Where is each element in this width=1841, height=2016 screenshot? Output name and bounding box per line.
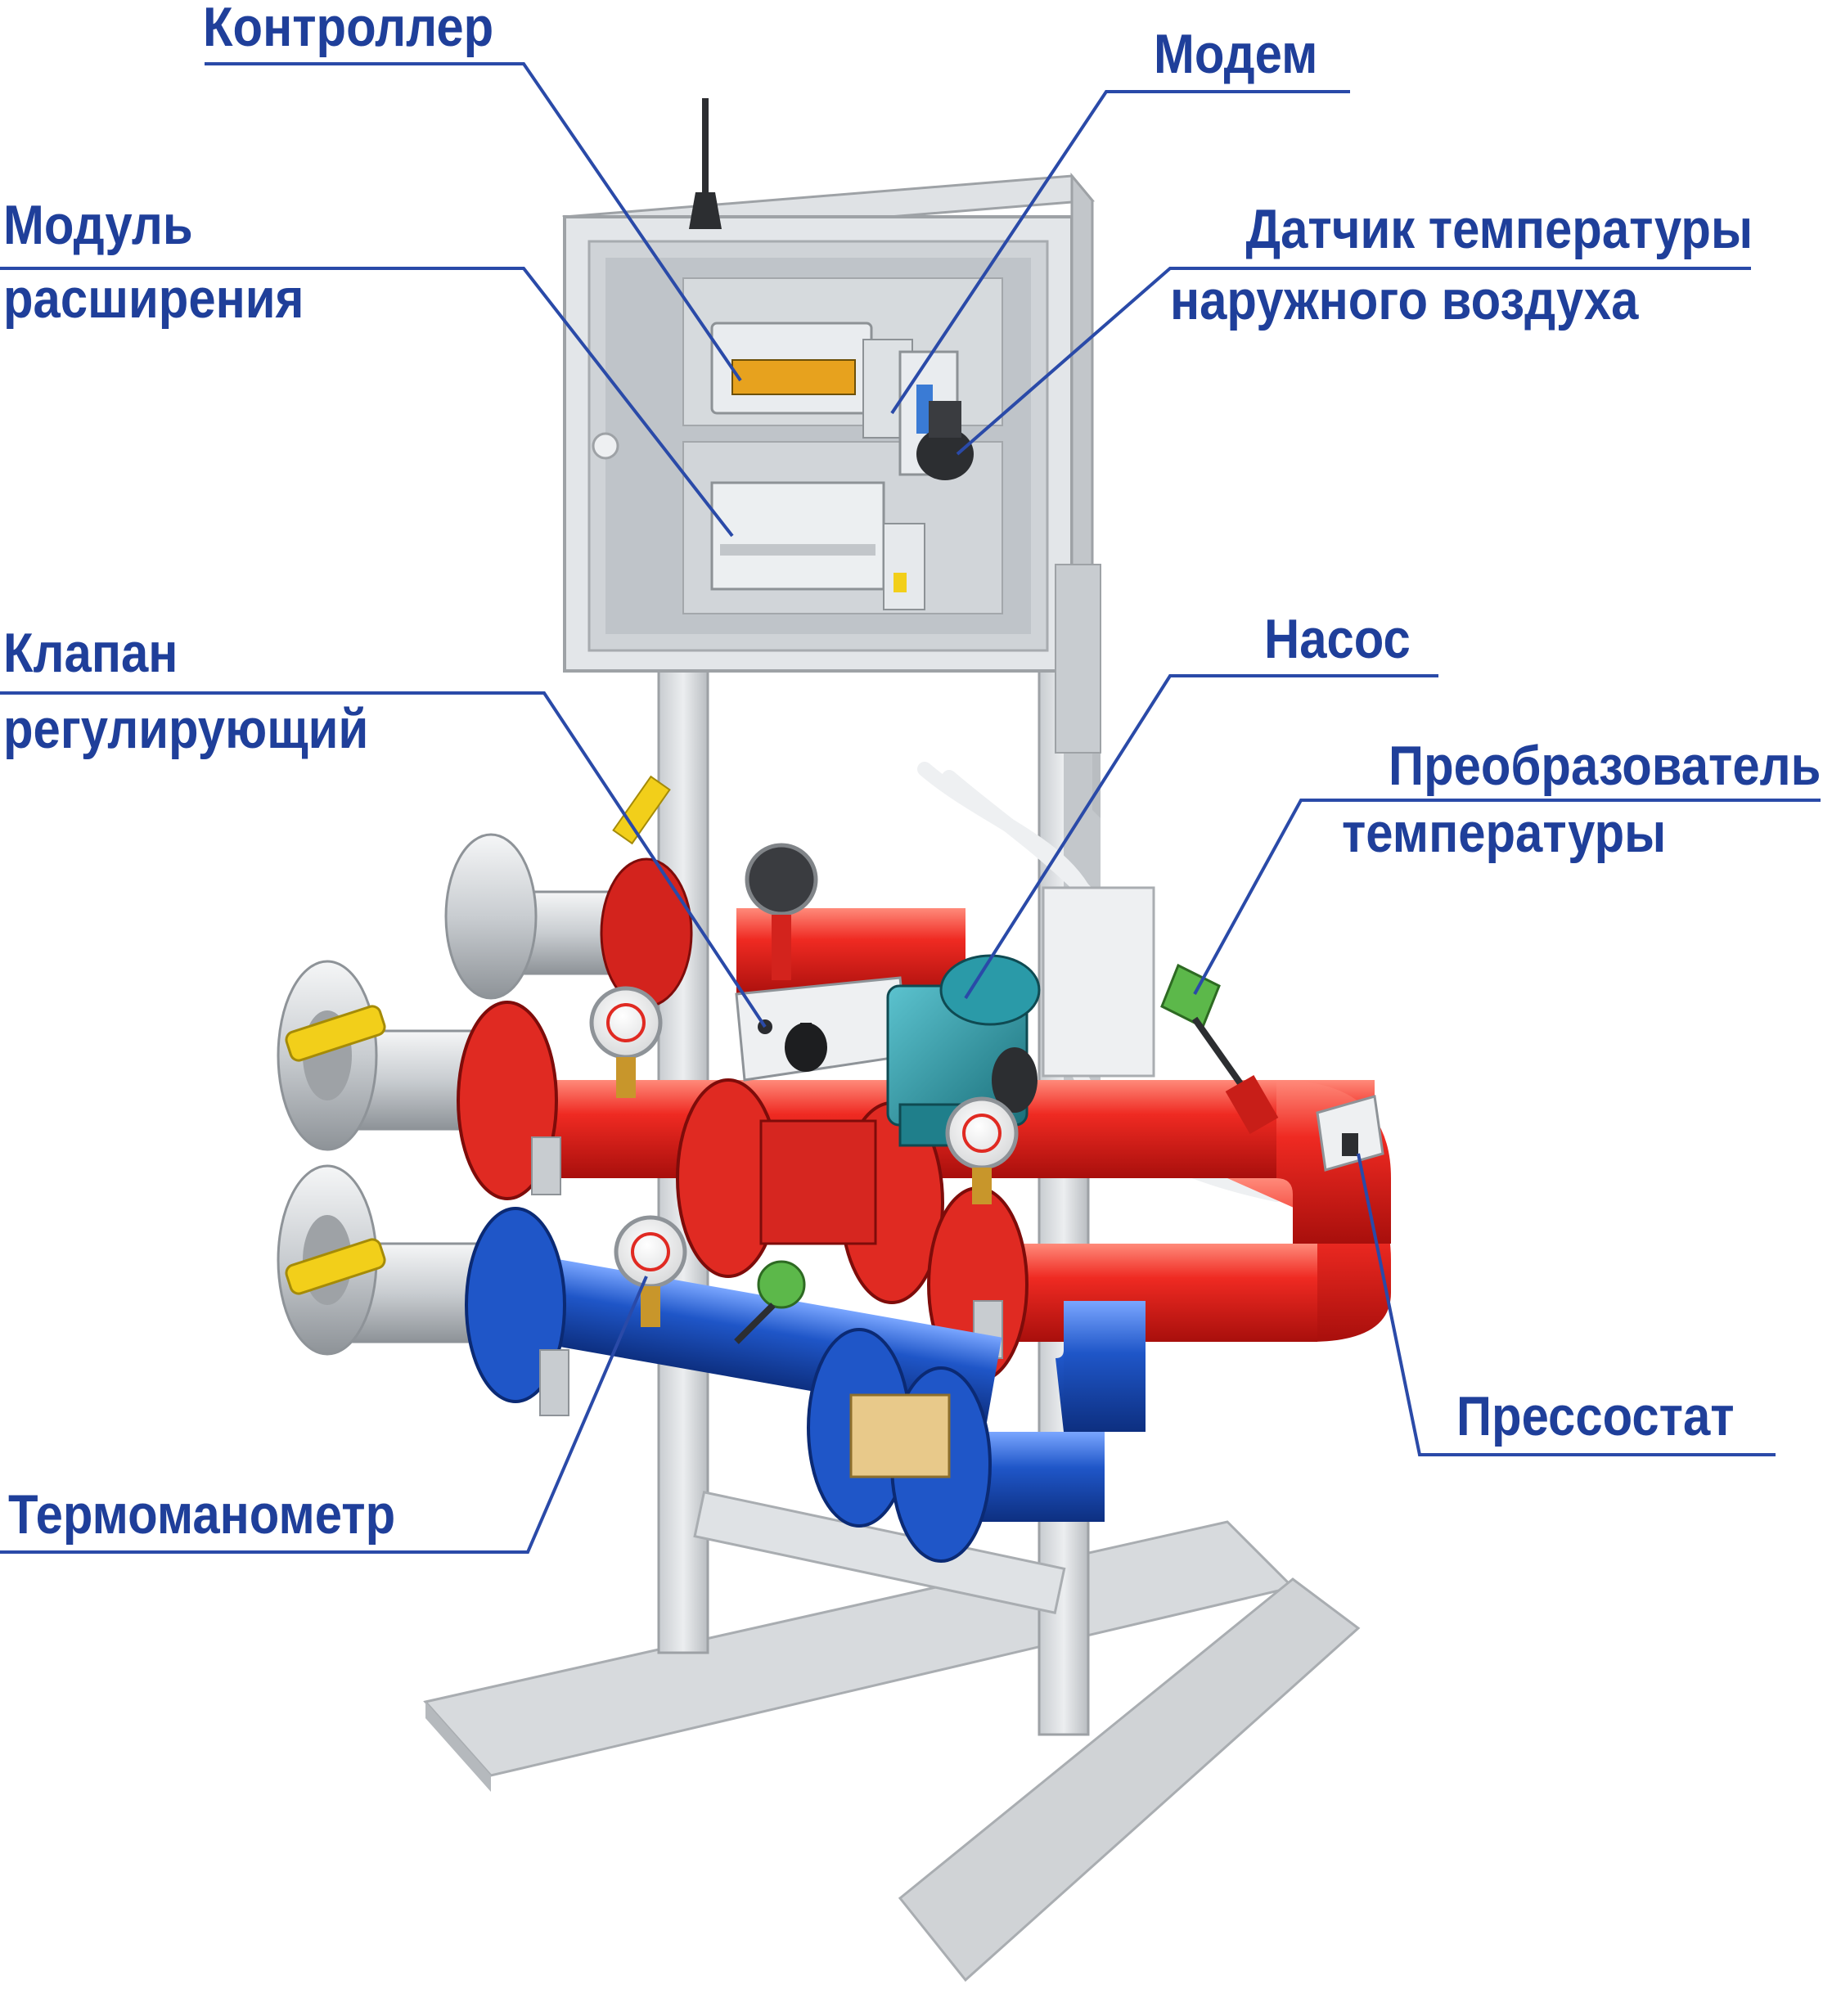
temperature-transducer (1160, 963, 1279, 1134)
label-modem: Модем (1154, 23, 1318, 85)
leader-control-valve (0, 691, 767, 1028)
pressure-switch-icon (1316, 1095, 1384, 1172)
label-pump: Насос (1264, 608, 1411, 670)
stand-foot-right (898, 1577, 1361, 1982)
outdoor-temp-sensor (916, 401, 974, 480)
control-valve-actuator (735, 976, 910, 1082)
label-control-valve-line2: регулирующий (3, 698, 369, 760)
return-temp-sensor (734, 1260, 806, 1344)
gauge-icon (589, 986, 663, 1098)
label-outdoor-temp-sensor-line1: Датчик температуры (1245, 198, 1753, 260)
leader-lines (0, 62, 1821, 1554)
leader-modem (890, 90, 1350, 415)
label-expansion-module-line2: расширения (3, 268, 304, 330)
leader-pressure-switch (1357, 1153, 1776, 1456)
upper-supply-line (444, 775, 966, 1008)
expansion-module-device (710, 481, 925, 610)
controller-device (710, 322, 913, 439)
gauge-icon (945, 1096, 1019, 1204)
label-control-valve-line1: Клапан (3, 622, 178, 684)
label-pressure-switch: Прессостат (1456, 1385, 1735, 1447)
label-temperature-transducer-line2: температуры (1342, 802, 1667, 864)
leader-controller (205, 62, 742, 382)
leader-temperature-transducer (1193, 799, 1821, 995)
antenna-icon (689, 98, 722, 229)
leader-outdoor-temp-sensor (956, 267, 1751, 456)
gauge-icon (614, 1215, 687, 1327)
label-expansion-module-line1: Модуль (3, 194, 193, 256)
gauge-icon (745, 843, 818, 916)
supply-pipe (277, 960, 1391, 1383)
return-pipe (277, 1164, 1146, 1563)
label-thermomanometer: Термоманометр (8, 1483, 396, 1546)
ball-valve-handle (285, 1238, 386, 1295)
leader-pump (964, 674, 1438, 1000)
control-cabinet (561, 98, 1101, 818)
leader-expansion-module (0, 267, 734, 538)
junction-box (1042, 886, 1155, 1078)
label-temperature-transducer-line1: Преобразователь (1388, 735, 1821, 797)
label-outdoor-temp-sensor-line2: наружного воздуха (1170, 269, 1639, 331)
ball-valve-handle (285, 1005, 386, 1062)
leader-thermomanometer (0, 1276, 648, 1554)
label-controller: Контроллер (203, 0, 494, 58)
